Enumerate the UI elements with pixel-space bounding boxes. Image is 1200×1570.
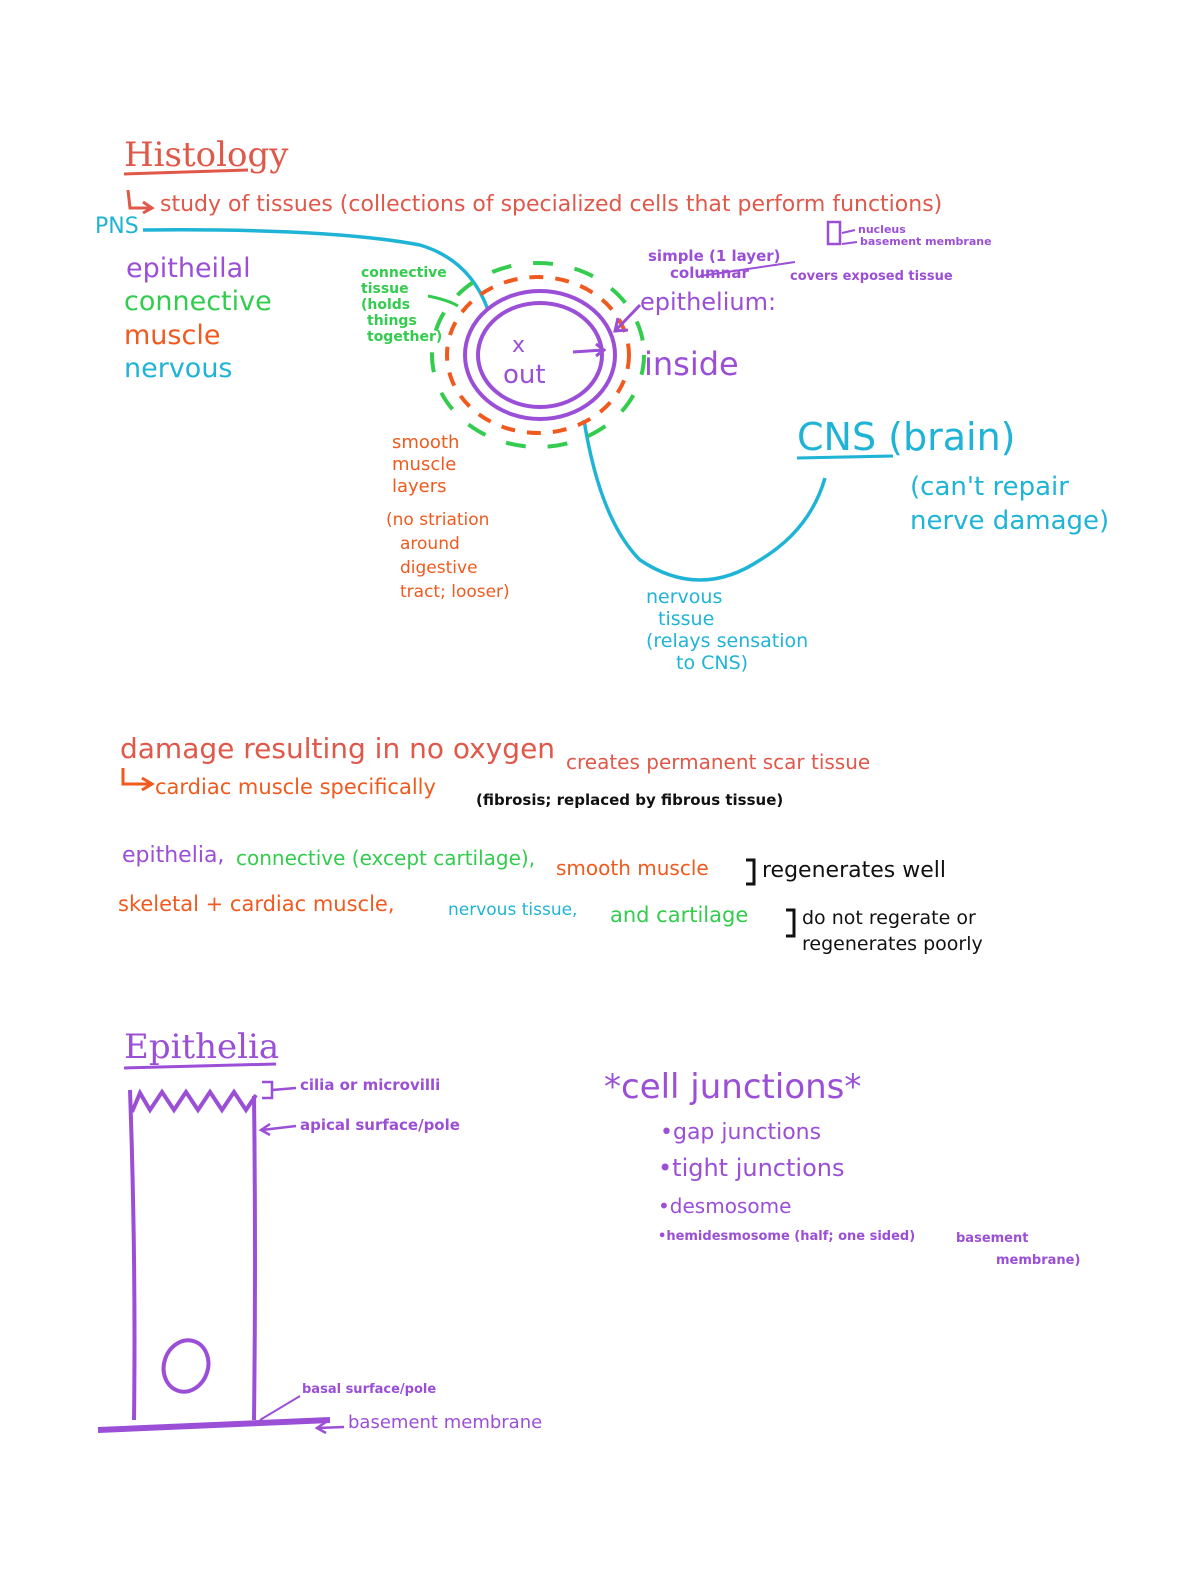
nucleus-label: nucleus [858,223,906,236]
cilia-label: cilia or microvilli [300,1076,441,1094]
epithelium-note: covers exposed tissue [790,269,953,284]
junction-tight: •tight junctions [658,1154,845,1182]
epithelium-arrow [613,303,642,333]
simple-pointer [699,261,796,277]
connective-note: connective tissue (holds things together… [361,265,447,345]
pns-label: PNS [95,214,139,239]
nervous-tissue-label: nervous tissue (relays sensation to CNS) [646,586,809,674]
basement-label: basement membrane [348,1412,543,1433]
nucleus-oval [161,1338,211,1394]
regen-nervous: nervous tissue, [448,900,578,920]
regen-cartilage: and cartilage [610,903,749,927]
inner-arrow [572,342,607,358]
smooth-muscle-note: (no striation around digestive tract; lo… [386,510,510,602]
tissue-type-epithelial: epitheilal [126,253,251,284]
definition-arrow [126,189,155,215]
regen-poor-label: do not regerate or regenerates poorly [802,907,983,955]
junction-desmosome: •desmosome [658,1194,792,1218]
cilia-zigzag [130,1088,258,1114]
bracket-well [746,858,756,886]
nervous-tissue-line [582,419,827,582]
junction-note-1: basement [956,1231,1029,1246]
cns-note: (can't repair nerve damage) [910,472,1110,536]
cns-underline [796,454,894,460]
damage-line-2b: (fibrosis; replaced by fibrous tissue) [476,791,784,809]
tissue-type-nervous: nervous [124,353,233,384]
histology-underline [123,168,249,176]
damage-arrow [121,768,155,792]
histology-definition: study of tissues (collections of special… [160,192,943,217]
tissue-type-connective: connective [124,286,272,317]
cilia-bracket [262,1080,297,1100]
lumen-circle-outer [463,289,617,421]
smooth-muscle-label: smooth muscle layers [392,432,460,497]
junction-gap: •gap junctions [660,1120,822,1145]
apical-label: apical surface/pole [300,1116,460,1134]
cell-left-wall [128,1089,137,1421]
junctions-title: *cell junctions* [604,1067,862,1107]
epithelia-underline [123,1062,277,1070]
junction-hemidesmosome: •hemidesmosome (half; one sided) [658,1229,916,1244]
simple-columnar-label: simple (1 layer) columnar [648,247,781,282]
basal-label: basal surface/pole [302,1382,437,1397]
regen-connective: connective (except cartilage), [236,846,536,870]
damage-line-2a: cardiac muscle specifically [155,775,436,799]
columnar-basement-label: basement membrane [860,235,992,248]
junction-note-2: membrane) [996,1253,1081,1268]
pns-line [142,228,490,311]
epithelia-title: Epithelia [124,1027,280,1067]
regen-skeletal: skeletal + cardiac muscle, [118,892,395,916]
cns-label: CNS (brain) [797,415,1016,459]
smooth-muscle-ring [445,275,631,435]
damage-line-1a: damage resulting in no oxygen [120,732,556,765]
regen-smooth: smooth muscle [556,856,709,880]
columnar-pointers [841,229,858,245]
epithelium-label: epithelium: [640,288,777,316]
center-x-label: x [512,333,526,358]
connective-arrow [427,294,459,308]
tissue-type-muscle: muscle [124,320,221,351]
basal-pointer [259,1395,301,1421]
apical-arrow [258,1122,297,1137]
regen-epithelia: epithelia, [122,843,225,868]
connective-tissue-ring [430,261,646,449]
basement-arrow [314,1420,345,1435]
columnar-cell-sketch [826,220,842,246]
histology-title: Histology [124,135,289,175]
regen-well-label: regenerates well [762,858,946,883]
inside-label: inside [644,345,739,383]
basement-membrane-line [97,1417,331,1433]
center-out-label: out [503,360,546,390]
cell-right-wall [252,1095,257,1421]
damage-line-1b: creates permanent scar tissue [566,750,871,774]
bracket-poor [786,908,796,938]
lumen-circle-inner [476,301,604,409]
